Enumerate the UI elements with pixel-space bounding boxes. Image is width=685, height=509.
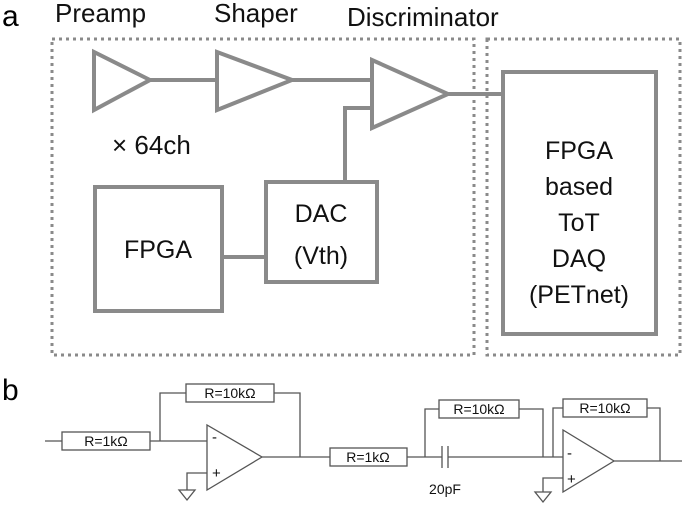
daq-label-line-1: FPGA bbox=[545, 137, 613, 165]
coupling-resistor-label: R=1kΩ bbox=[346, 449, 390, 465]
capacitor-label: 20pF bbox=[429, 481, 461, 497]
dac-box bbox=[264, 180, 379, 284]
fpga-label: FPGA bbox=[124, 236, 192, 264]
dac-label-line-1: DAC bbox=[295, 200, 348, 228]
daq-label-line-4: DAQ bbox=[552, 245, 606, 273]
feedback-1-left bbox=[159, 392, 186, 441]
ground-2-icon bbox=[533, 491, 553, 504]
feedback-resistor-3-label: R=10kΩ bbox=[579, 400, 630, 416]
daq-label-line-3: ToT bbox=[558, 209, 600, 237]
feedback-3-right bbox=[647, 407, 661, 461]
opamp-1-minus: - bbox=[212, 429, 217, 446]
ground-2-wire bbox=[542, 477, 563, 492]
feedback-resistor-2-label: R=10kΩ bbox=[453, 401, 504, 417]
preamp-label: Preamp bbox=[55, 0, 146, 28]
channel-count: × 64ch bbox=[112, 130, 191, 160]
discriminator-label: Discriminator bbox=[347, 2, 499, 32]
preamp-amplifier bbox=[92, 48, 155, 114]
discriminator-comparator bbox=[370, 56, 453, 132]
feedback-3-left bbox=[552, 407, 563, 457]
wire-dac-threshold bbox=[343, 106, 372, 182]
opamp-2-plus: + bbox=[567, 471, 576, 488]
feedback-resistor-1-label: R=10kΩ bbox=[204, 385, 255, 401]
opamp-1-plus: + bbox=[212, 465, 221, 482]
opamp-2-minus: - bbox=[567, 445, 572, 462]
dac-label-line-2: (Vth) bbox=[294, 242, 348, 270]
daq-box bbox=[501, 70, 658, 336]
daq-enclosure bbox=[485, 37, 682, 357]
panel-b-label: b bbox=[2, 374, 19, 407]
feedback-2-left bbox=[424, 408, 439, 457]
frontend-enclosure bbox=[50, 37, 476, 357]
fpga-box bbox=[93, 185, 224, 313]
daq-label-line-5: (PETnet) bbox=[529, 281, 629, 309]
feedback-2-right bbox=[519, 408, 544, 457]
shaper-amplifier bbox=[215, 49, 298, 113]
panel-a-label: a bbox=[2, 0, 19, 33]
input-resistor-label: R=1kΩ bbox=[84, 433, 128, 449]
opamp-2 bbox=[562, 428, 616, 494]
ground-1-wire bbox=[186, 472, 207, 490]
opamp-1 bbox=[206, 423, 264, 492]
feedback-1-right bbox=[274, 392, 301, 457]
daq-label-line-2: based bbox=[545, 173, 613, 201]
shaper-label: Shaper bbox=[214, 0, 298, 28]
ground-1-icon bbox=[177, 489, 197, 502]
